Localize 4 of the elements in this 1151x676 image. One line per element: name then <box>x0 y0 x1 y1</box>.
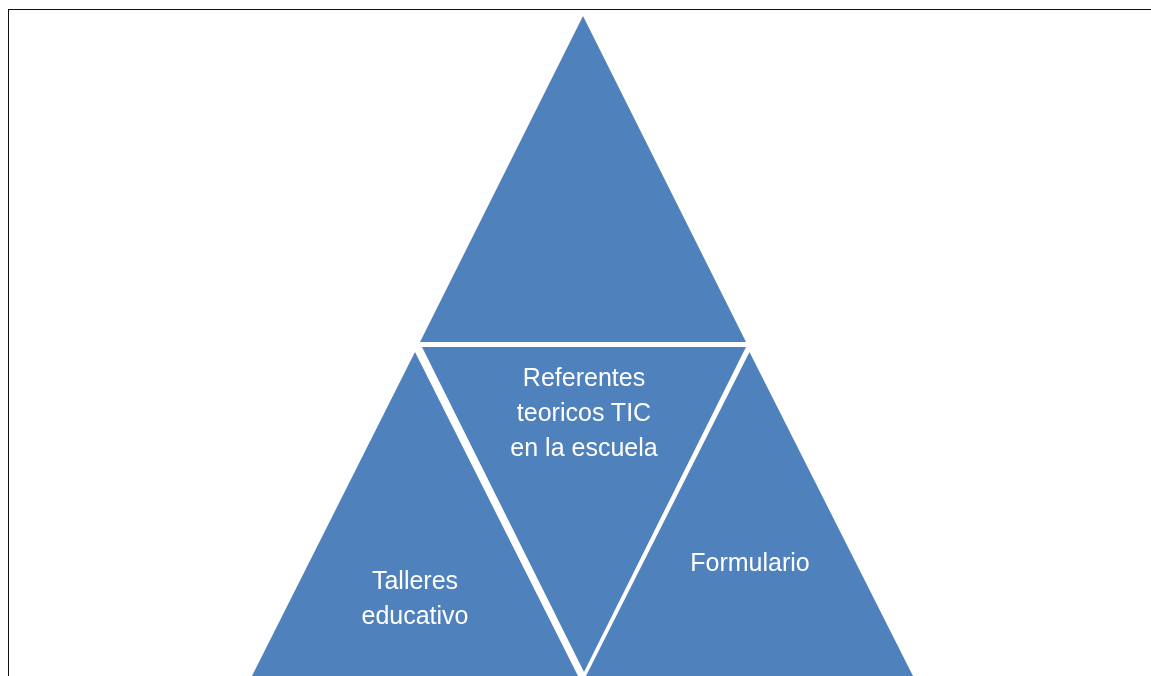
segment-label: Referentes teoricos TIC en la escuela <box>509 362 659 463</box>
segment-label: Talleres educativo <box>360 565 470 631</box>
segment-label: Formulario <box>689 547 811 578</box>
triangle-segment <box>420 16 746 342</box>
